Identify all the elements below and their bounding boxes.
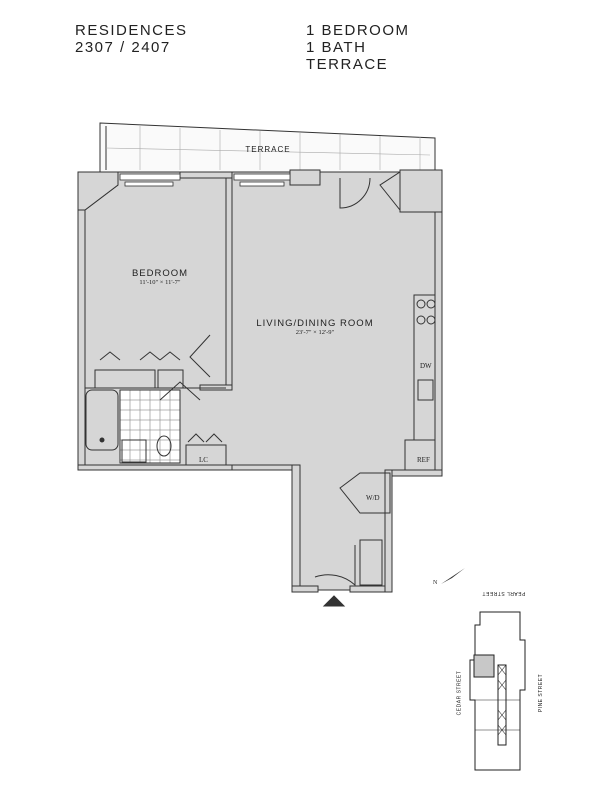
washer-dryer-closet bbox=[339, 472, 391, 514]
bathroom-floor bbox=[119, 389, 181, 464]
entry-door bbox=[314, 545, 356, 587]
residence-numbers: 2307 / 2407 bbox=[75, 39, 171, 56]
closet-doors bbox=[99, 351, 181, 361]
terrace-label: TERRACE bbox=[245, 145, 291, 154]
residence-header: RESIDENCES 2307 / 2407 bbox=[75, 22, 188, 56]
bathroom-door bbox=[159, 381, 201, 401]
unit-summary: 1 BEDROOM 1 BATH TERRACE bbox=[306, 22, 410, 73]
kitchen-sink-icon bbox=[417, 379, 434, 401]
refrigerator bbox=[404, 439, 436, 471]
bedroom-dims: 11'-10" × 11'-7" bbox=[139, 279, 181, 286]
refrigerator-label: REF bbox=[417, 456, 430, 464]
terrace-area bbox=[99, 122, 436, 173]
bedroom-label: BEDROOM 11'-10" × 11'-7" bbox=[100, 268, 220, 286]
terrace-door bbox=[339, 177, 371, 209]
bedroom-door bbox=[189, 334, 211, 378]
closet-bedroom bbox=[94, 369, 156, 389]
street-cedar: CEDAR STREET bbox=[456, 670, 463, 716]
entry-closet bbox=[359, 539, 383, 586]
bath-count: 1 BATH bbox=[306, 39, 367, 56]
closet-bedroom-2 bbox=[157, 369, 184, 389]
bedroom-name: BEDROOM bbox=[131, 268, 189, 279]
key-plan bbox=[469, 611, 526, 771]
bedroom-count: 1 BEDROOM bbox=[306, 22, 410, 39]
entry-arrow-icon bbox=[322, 595, 346, 607]
sink-icon bbox=[121, 439, 147, 463]
linen-closet bbox=[185, 444, 227, 466]
linen-closet-label: LC bbox=[199, 456, 208, 464]
north-arrow-icon bbox=[441, 568, 465, 584]
windows bbox=[119, 173, 291, 187]
residences-label: RESIDENCES bbox=[75, 22, 188, 39]
dishwasher-label: DW bbox=[420, 362, 432, 370]
washer-dryer-label: W/D bbox=[366, 494, 380, 502]
bathtub-icon bbox=[85, 389, 119, 451]
cooktop-icon bbox=[416, 299, 436, 325]
north-label: N bbox=[433, 580, 438, 586]
unit-highlight bbox=[473, 654, 495, 678]
walls bbox=[77, 169, 443, 593]
street-pearl: PEARL STREET bbox=[482, 590, 526, 596]
toilet-icon bbox=[156, 435, 172, 457]
living-room-label: LIVING/DINING ROOM 23'-7" × 12'-9" bbox=[250, 318, 380, 336]
living-room-name: LIVING/DINING ROOM bbox=[256, 318, 374, 329]
street-pine: PINE STREET bbox=[538, 673, 545, 713]
living-room-dims: 23'-7" × 12'-9" bbox=[295, 329, 335, 336]
feature-terrace: TERRACE bbox=[306, 56, 389, 73]
